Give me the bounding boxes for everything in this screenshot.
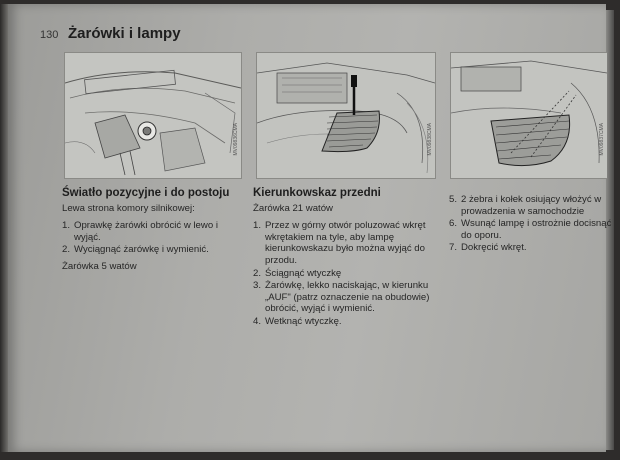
section-turn-signal-continued: 5.2 żebra i kołek osiujący włożyć w prow… — [449, 194, 619, 255]
list-item: 5.2 żebra i kołek osiujący włożyć w prow… — [449, 194, 602, 217]
list-item: 4.Wetknąć wtyczkę. — [253, 315, 342, 327]
list-item: 2.Wyciągnąć żarówkę i wymienić. — [62, 244, 209, 256]
section-heading: Światło pozycyjne i do postoju — [62, 187, 230, 199]
section-turn-signal: Kierunkowskaz przedni Żarówka 21 watów 1… — [253, 187, 438, 329]
section-heading: Kierunkowskaz przedni — [253, 187, 381, 199]
list-item: 1.Oprawkę żarówki obrócić w lewo i wyjąć… — [62, 220, 218, 243]
turn-signal-insert-illustration — [451, 53, 607, 178]
section-parking-light: Światło pozycyjne i do postoju Lewa stro… — [62, 187, 242, 273]
steps-list: 5.2 żebra i kołek osiujący włożyć w prow… — [449, 194, 619, 254]
list-item: 1.Przez w górny otwór poluzować wkręt wk… — [253, 220, 426, 266]
list-item: 7.Dokręcić wkręt. — [449, 242, 527, 254]
list-item: 3.Żarówkę, lekko naciskając, w kierunku … — [253, 280, 430, 315]
figure-code: MV09838CMA — [427, 123, 433, 156]
steps-list: 1.Oprawkę żarówki obrócić w lewo i wyjąć… — [62, 220, 242, 256]
list-item: 6.Wsunąć lampę i ostrożnie docisnąć do o… — [449, 218, 612, 241]
figure-turn-signal-screw: MV09838CMA — [256, 52, 436, 179]
page-stack-edge — [606, 10, 614, 450]
page-number: 130 — [40, 29, 59, 41]
engine-bay-illustration — [65, 53, 241, 178]
section-subtitle: Lewa strona komory silnikowej: — [62, 202, 195, 214]
bulb-note: Żarówka 5 watów — [62, 260, 137, 272]
steps-list: 1.Przez w górny otwór poluzować wkręt wk… — [253, 220, 438, 327]
section-subtitle: Żarówka 21 watów — [253, 202, 333, 214]
page-title: Żarówki i lampy — [68, 25, 181, 42]
figure-parking-light: MV09836CMA — [64, 52, 242, 179]
figure-code: MV09836CMA — [233, 123, 239, 156]
book-spine-shadow — [0, 4, 8, 452]
turn-signal-illustration — [257, 53, 435, 178]
figure-turn-signal-insert: MV09837CMA — [450, 52, 607, 179]
figure-code: MV09837CMA — [599, 123, 605, 156]
list-item: 2.Ściągnąć wtyczkę — [253, 267, 342, 279]
